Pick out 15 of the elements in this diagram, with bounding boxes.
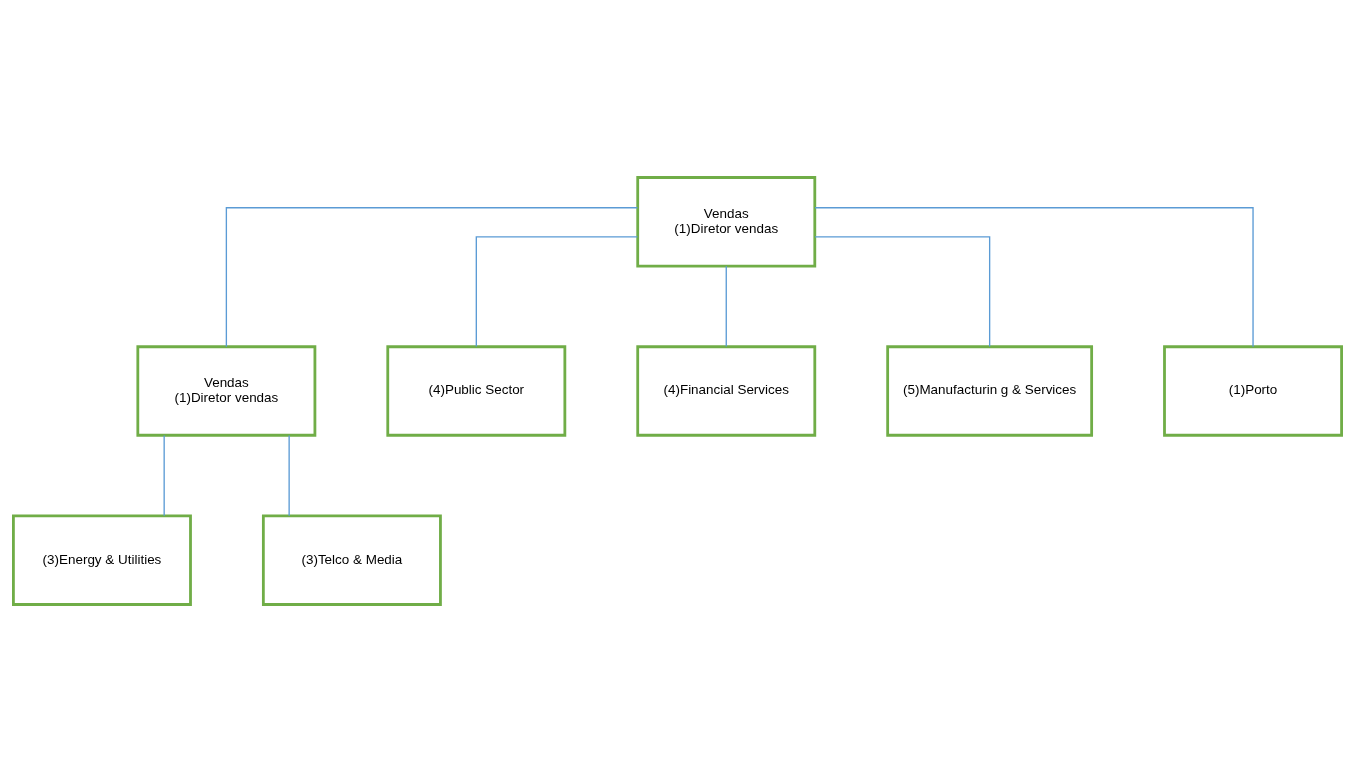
node-box: (3)Energy & Utilities <box>12 514 192 606</box>
connector <box>814 206 1254 347</box>
connector <box>288 434 290 516</box>
connector <box>225 206 639 347</box>
node-box: (4)Financial Services <box>636 344 817 437</box>
connector <box>814 235 991 347</box>
node-box: Vendas (1)Diretor vendas <box>136 344 317 437</box>
node-box: (4)Public Sector <box>386 344 567 437</box>
connector <box>163 434 165 516</box>
node-box: (3)Telco & Media <box>261 514 442 606</box>
node-box: Vendas (1)Diretor vendas <box>636 175 817 267</box>
connector <box>725 265 727 347</box>
node-box: (1)Porto <box>1163 344 1343 437</box>
connector <box>475 235 639 347</box>
node-box: (5)Manufacturin g & Services <box>886 344 1094 437</box>
